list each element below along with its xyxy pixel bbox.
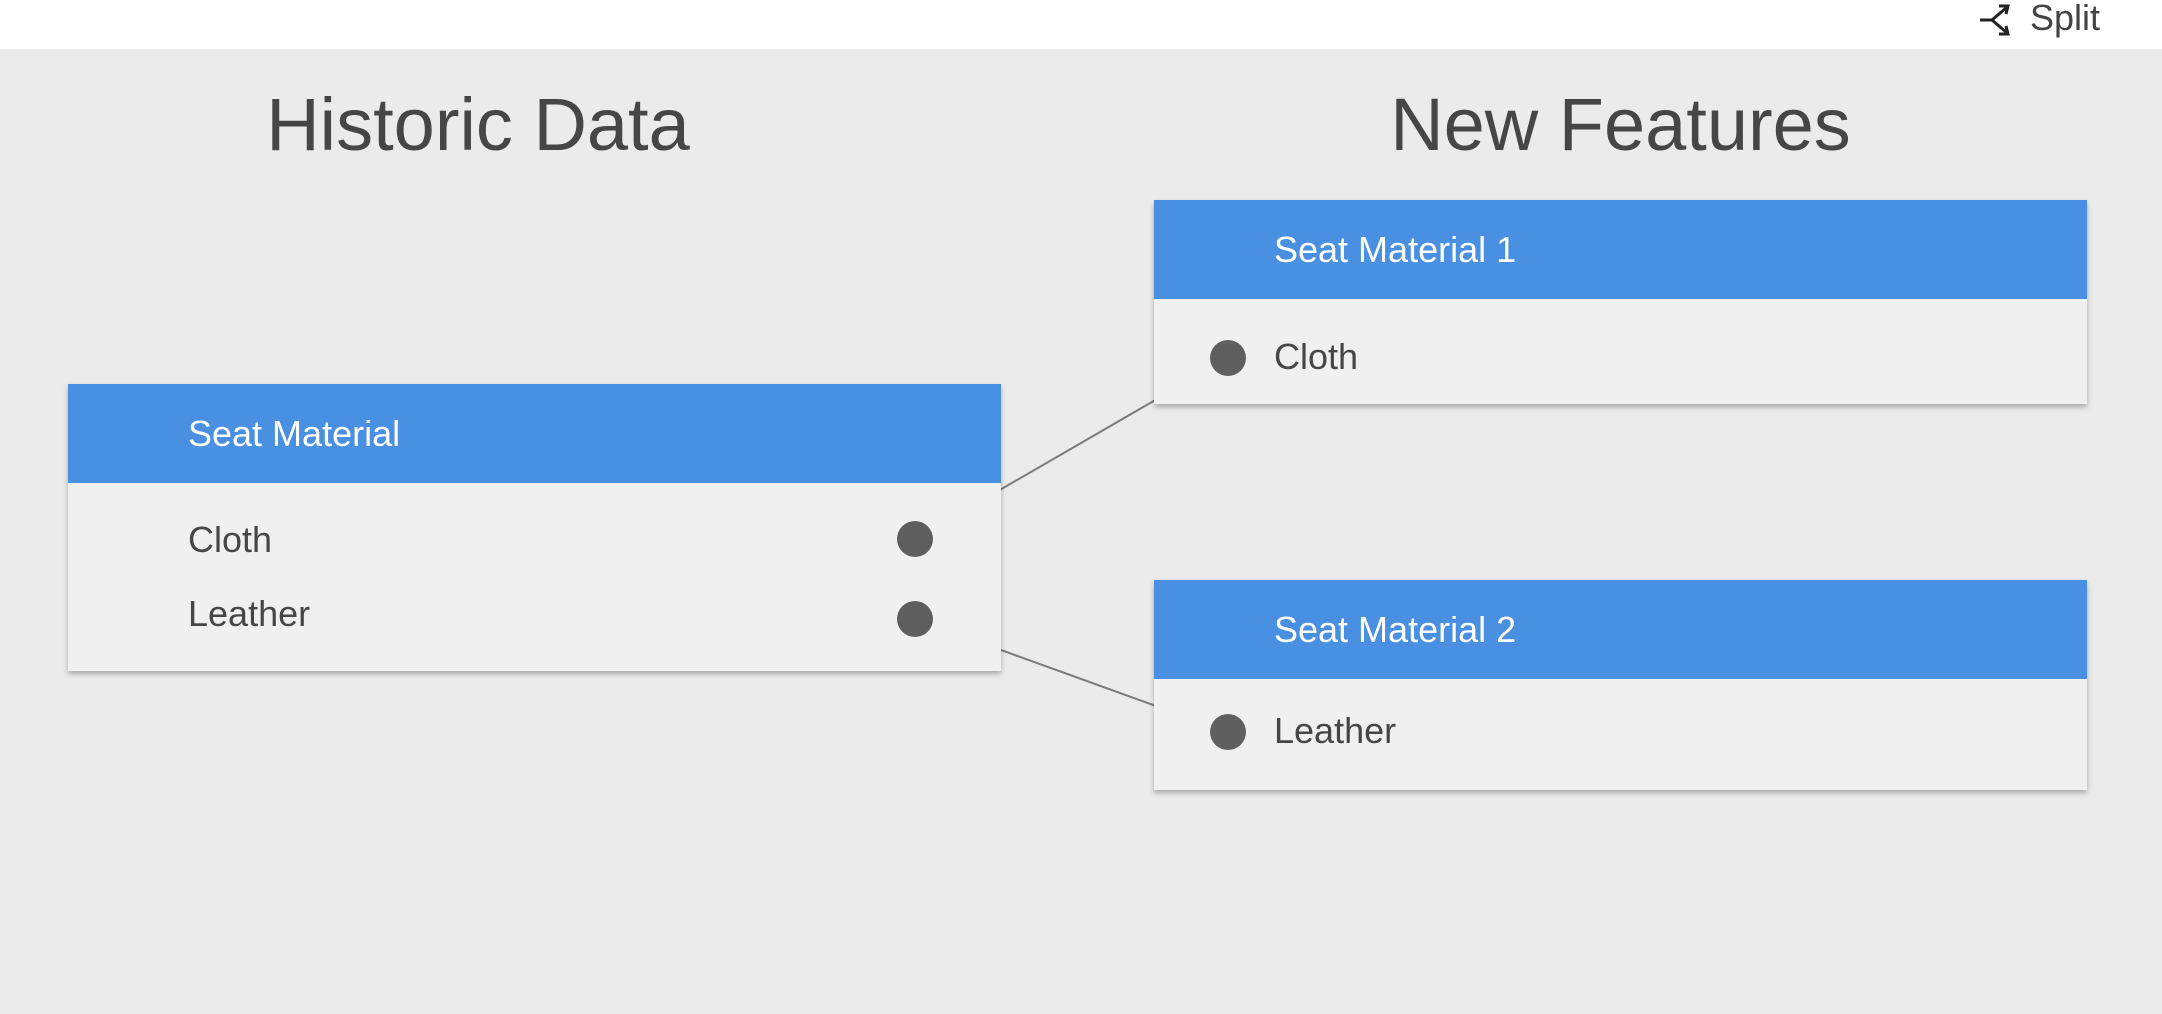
historic-node-seat-material[interactable]: Seat Material Cloth Leather: [68, 384, 1001, 671]
new-node-seat-material-1[interactable]: Seat Material 1 Cloth: [1154, 200, 2087, 404]
split-button[interactable]: Split: [1976, 0, 2100, 36]
list-item-cloth: Cloth: [188, 519, 273, 560]
split-arrow-icon: [1979, 4, 2010, 36]
new-features-title: New Features: [1390, 83, 1851, 166]
list-item-cloth: Cloth: [1274, 336, 1359, 377]
historic-data-title: Historic Data: [266, 83, 690, 166]
new-node-seat-material-2[interactable]: Seat Material 2 Leather: [1154, 580, 2087, 790]
list-item-leather: Leather: [1274, 710, 1397, 751]
node-header: Seat Material: [68, 384, 1001, 483]
node-header: Seat Material 1: [1154, 200, 2087, 299]
input-port-cloth[interactable]: [1210, 340, 1246, 376]
output-port-cloth[interactable]: [897, 521, 933, 557]
node-header: Seat Material 2: [1154, 580, 2087, 679]
split-label: Split: [2029, 0, 2100, 38]
output-port-leather[interactable]: [897, 601, 933, 637]
list-item-leather: Leather: [188, 593, 311, 634]
top-toolbar: Split: [0, 0, 2162, 49]
input-port-leather[interactable]: [1210, 714, 1246, 750]
